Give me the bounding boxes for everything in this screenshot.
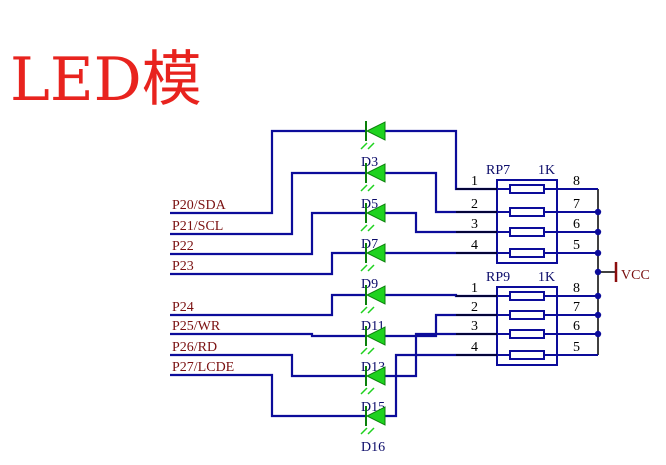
port-label: P27/LCDE <box>172 360 234 375</box>
resistor-pack-rp7: 1 8 2 7 3 6 4 5 RP7 1K <box>456 163 598 264</box>
port-label: P25/WR <box>172 319 221 334</box>
pin-number: 4 <box>471 340 478 355</box>
port-label: P22 <box>172 239 194 254</box>
pin-number: 1 <box>471 281 478 296</box>
resistor-element <box>509 184 545 194</box>
pin-number: 1 <box>471 174 478 189</box>
pin-number: 2 <box>471 300 478 315</box>
led-emission-arrow <box>367 264 375 272</box>
resistor-element <box>509 207 545 217</box>
wire-7 <box>170 353 365 378</box>
led-d3: D3 <box>360 121 386 170</box>
resistor-element <box>509 227 545 237</box>
led-triangle <box>365 326 386 346</box>
resistor-pack-outline <box>496 286 558 366</box>
led-emission-arrow <box>367 224 375 232</box>
wire-6 <box>170 332 365 338</box>
pin-number: 2 <box>471 197 478 212</box>
pin-number: 8 <box>573 281 580 296</box>
led-emission-arrow <box>367 306 375 314</box>
junction-dot <box>594 268 602 276</box>
led-emission-arrow <box>367 184 375 192</box>
led-emission-arrow <box>360 306 368 314</box>
pin-number: 4 <box>471 238 478 253</box>
resistor-element <box>509 310 545 320</box>
led-emission-arrow <box>367 142 375 150</box>
led-triangle <box>365 366 386 386</box>
led-emission-arrow <box>360 142 368 150</box>
port-label: P20/SDA <box>172 198 227 213</box>
resistor-value: 1K <box>538 270 555 285</box>
resistor-element <box>509 291 545 301</box>
pin-number: 7 <box>573 300 580 315</box>
led-triangle <box>365 406 386 426</box>
resistor-pack-outline <box>496 179 558 264</box>
pin-number: 5 <box>573 340 580 355</box>
led-d16: D16 <box>360 406 386 455</box>
resistor-ref: RP9 <box>486 270 510 285</box>
led-designator: D16 <box>361 440 385 455</box>
led-triangle <box>365 121 386 141</box>
wire-16 <box>381 353 497 418</box>
wire-5 <box>170 293 365 317</box>
led-emission-arrow <box>360 347 368 355</box>
led-emission-arrow <box>360 427 368 435</box>
port-label: P23 <box>172 259 194 274</box>
resistor-element <box>509 329 545 339</box>
led-designator: D3 <box>361 155 378 170</box>
led-d11: D11 <box>360 285 386 334</box>
wire-8 <box>170 373 365 418</box>
pin-number: 6 <box>573 319 580 334</box>
led-emission-arrow <box>360 184 368 192</box>
pin-number: 3 <box>471 319 478 334</box>
port-label: P24 <box>172 300 194 315</box>
power-symbol: VCC <box>614 262 650 283</box>
port-label: P21/SCL <box>172 219 223 234</box>
wire-14 <box>381 313 497 338</box>
resistor-element <box>509 350 545 360</box>
resistor-element <box>509 248 545 258</box>
wire-1 <box>170 129 365 215</box>
wire-11 <box>381 211 497 234</box>
led-d5: D5 <box>360 163 386 212</box>
led-triangle <box>365 243 386 263</box>
wire-10 <box>381 171 497 214</box>
led-emission-arrow <box>367 347 375 355</box>
pin-number: 6 <box>573 217 580 232</box>
led-emission-arrow <box>367 387 375 395</box>
led-emission-arrow <box>367 427 375 435</box>
led-designator: D9 <box>361 277 378 292</box>
pin-number: 8 <box>573 174 580 189</box>
port-label: P26/RD <box>172 340 217 355</box>
diagram-title: LED模 <box>10 45 202 115</box>
vcc-label: VCC <box>621 268 650 283</box>
wire-2 <box>170 171 365 236</box>
led-emission-arrow <box>360 387 368 395</box>
led-triangle <box>365 163 386 183</box>
pin-number: 5 <box>573 238 580 253</box>
wire-4 <box>170 251 365 276</box>
led-emission-arrow <box>360 264 368 272</box>
led-triangle <box>365 203 386 223</box>
pin-number: 7 <box>573 197 580 212</box>
wire-3 <box>170 211 365 256</box>
led-triangle <box>365 285 386 305</box>
resistor-pack-rp9: 1 8 2 7 3 6 4 5 RP9 1K <box>456 270 598 366</box>
resistor-value: 1K <box>538 163 555 178</box>
resistor-ref: RP7 <box>486 163 510 178</box>
led-emission-arrow <box>360 224 368 232</box>
pin-number: 3 <box>471 217 478 232</box>
wire-9 <box>381 129 497 191</box>
